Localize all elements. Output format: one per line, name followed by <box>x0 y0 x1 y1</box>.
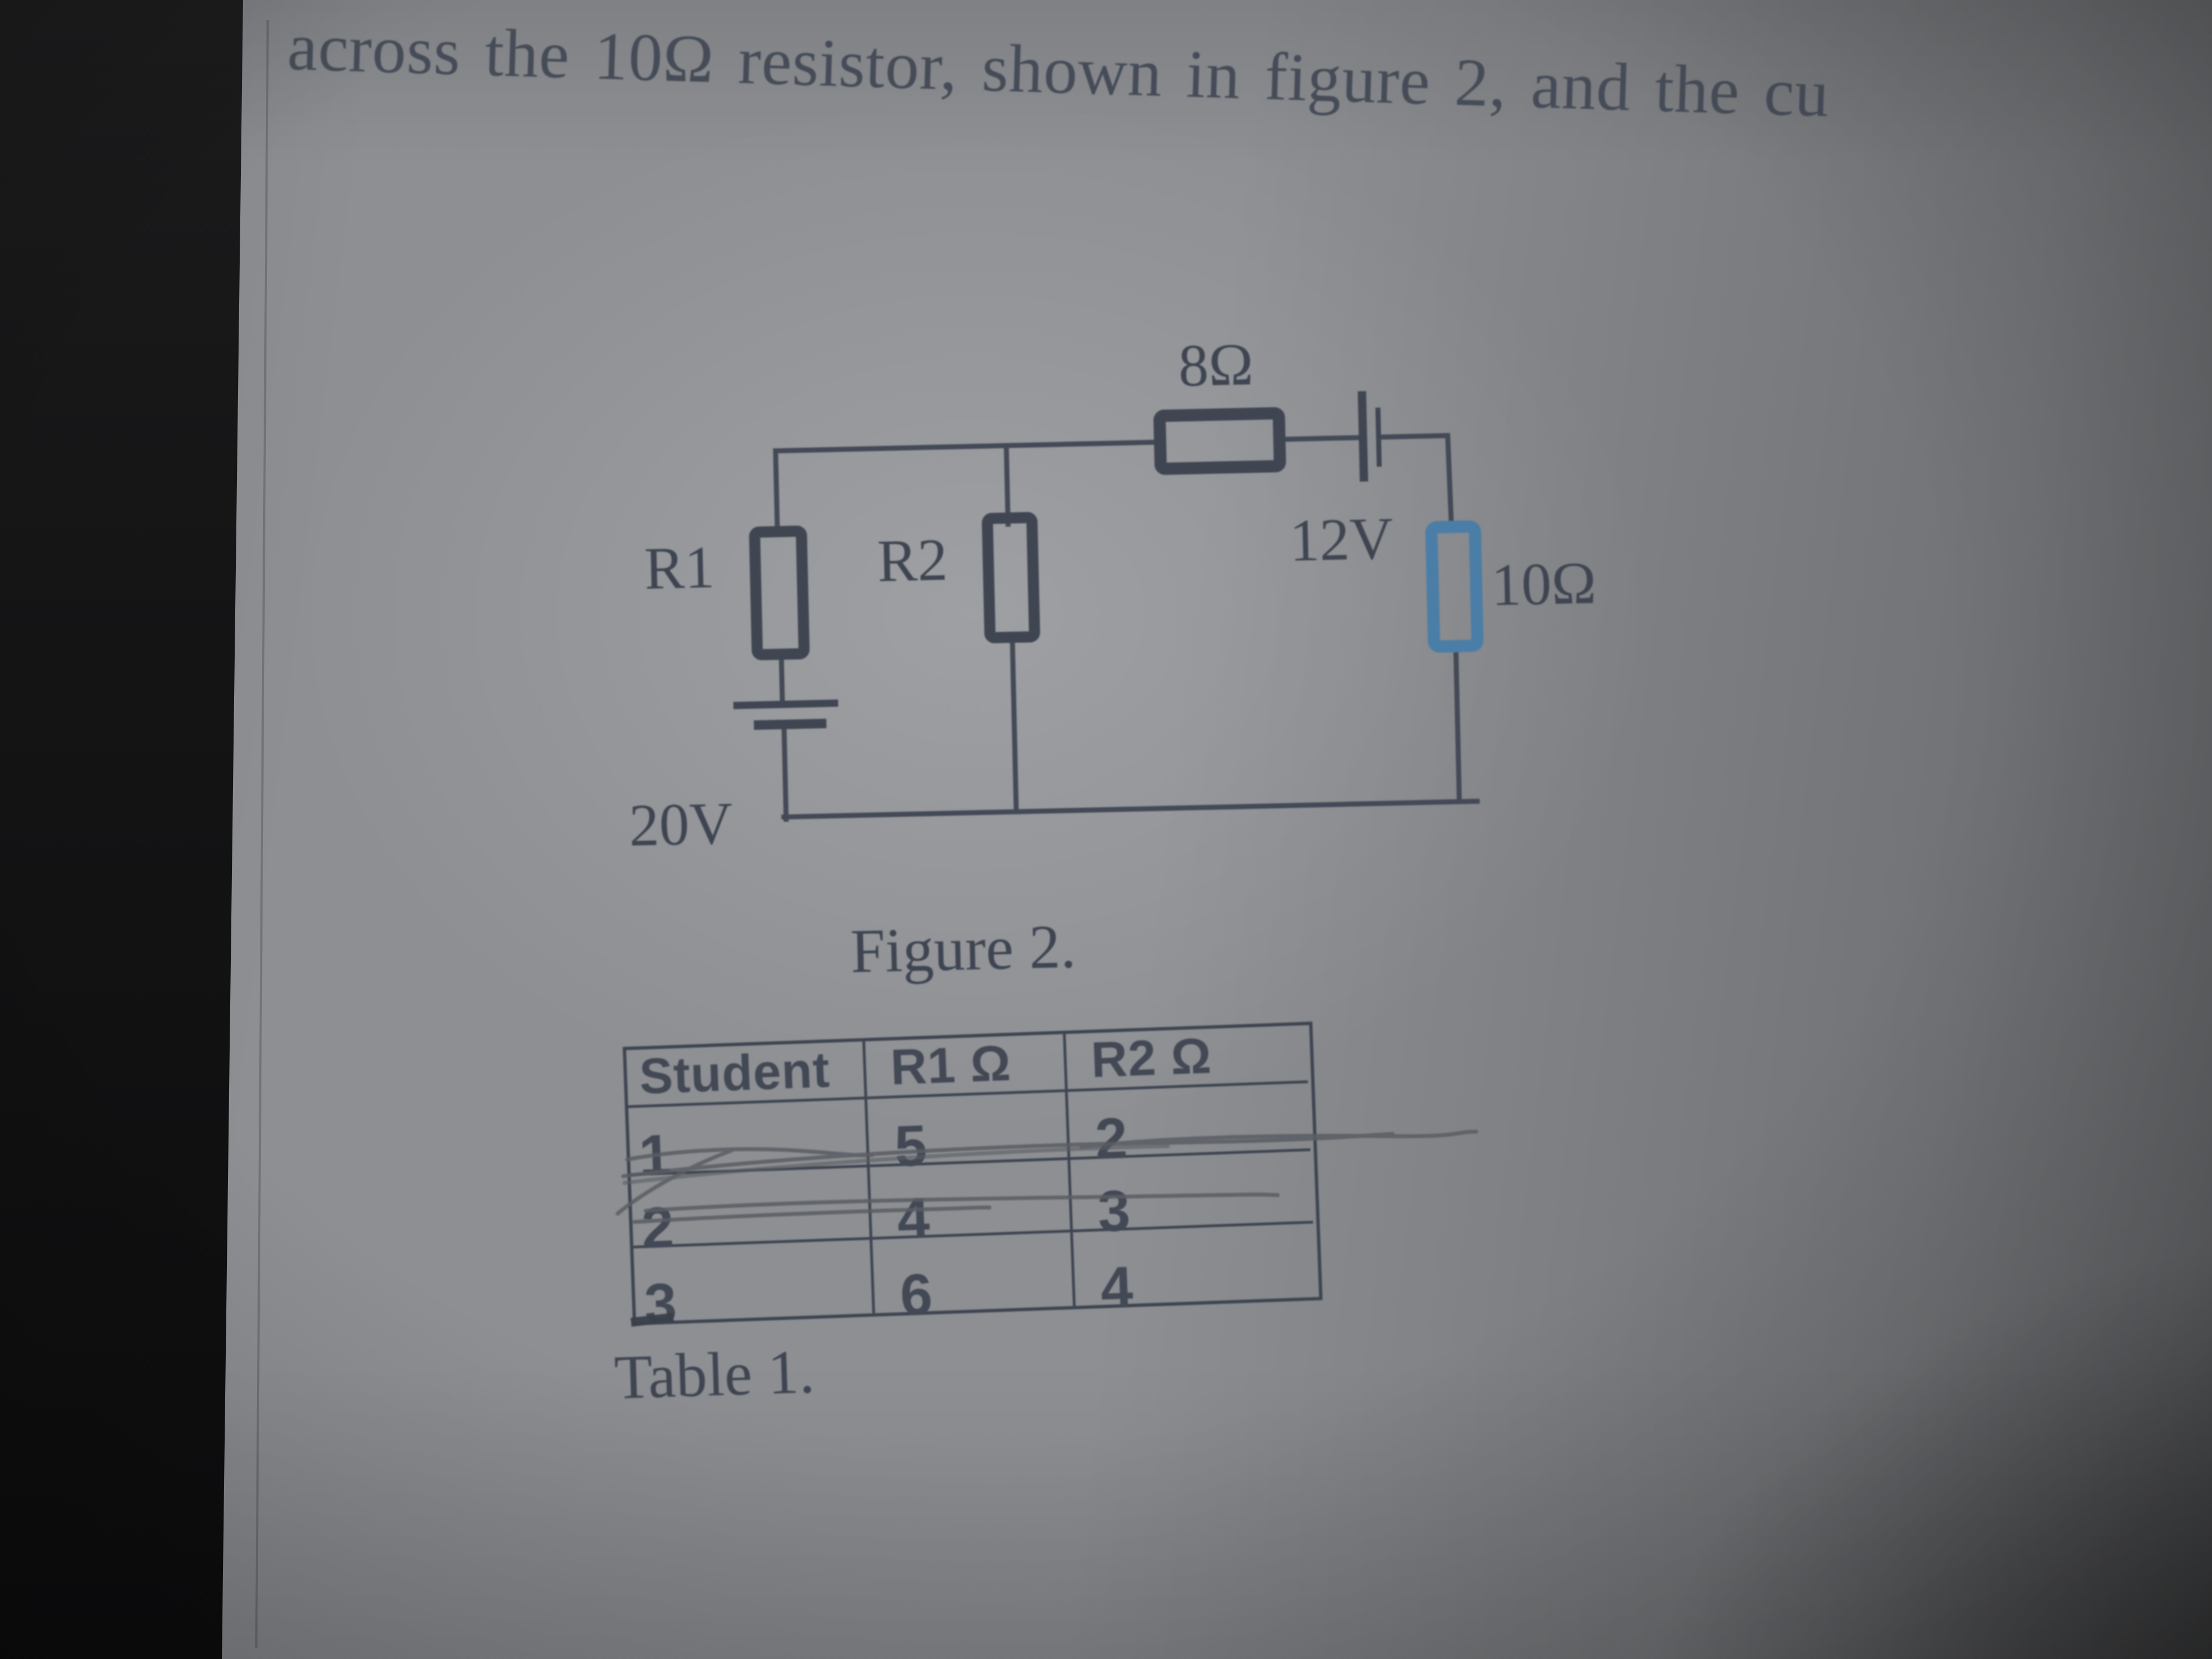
underline-row-3 <box>630 1313 674 1327</box>
strikethrough-row-2 <box>632 1192 1280 1224</box>
resistor-r2-symbol <box>982 512 1040 643</box>
resistor-8ohm-symbol <box>1153 407 1286 475</box>
battery-20v-symbol <box>733 699 838 730</box>
resistor-10ohm-symbol <box>1425 520 1484 653</box>
strikethrough-row-1 <box>615 1129 1478 1216</box>
circuit-wires <box>773 433 1480 822</box>
resistor-r1-symbol <box>749 525 810 661</box>
battery-12v-symbol <box>1357 391 1382 482</box>
